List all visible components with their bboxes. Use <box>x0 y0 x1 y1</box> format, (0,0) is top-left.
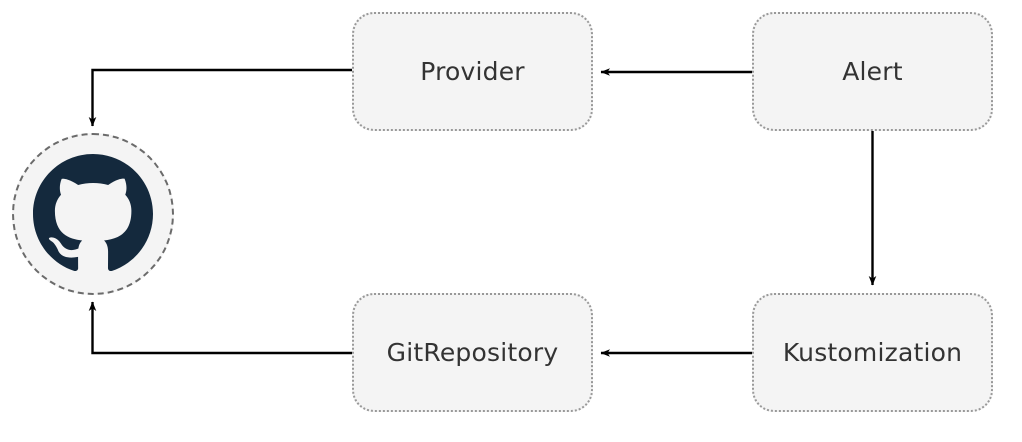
github-octocat-icon <box>33 154 153 274</box>
node-kustomization[interactable]: Kustomization <box>752 293 993 412</box>
node-gitrepository-label: GitRepository <box>386 338 559 367</box>
node-provider-label: Provider <box>420 57 525 86</box>
node-gitrepository[interactable]: GitRepository <box>352 293 593 412</box>
node-provider[interactable]: Provider <box>352 12 593 131</box>
edge-provider-to-source <box>88 68 352 127</box>
node-alert[interactable]: Alert <box>752 12 993 131</box>
node-source-github[interactable] <box>12 133 174 295</box>
node-kustomization-label: Kustomization <box>782 338 963 367</box>
node-alert-label: Alert <box>842 57 903 86</box>
edge-gitrepository-to-source <box>88 301 352 355</box>
